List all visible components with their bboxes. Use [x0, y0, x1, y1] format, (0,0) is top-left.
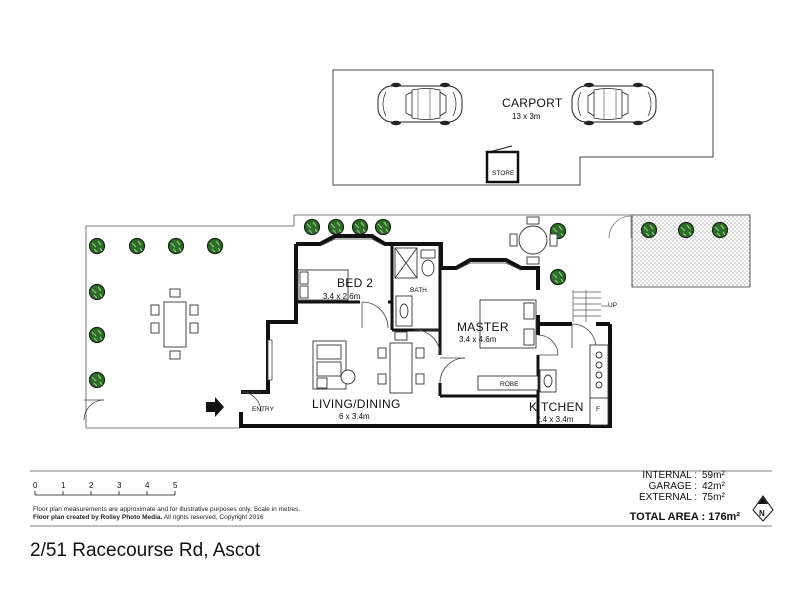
total-area: TOTAL AREA : 176m² [600, 511, 740, 523]
bath-fixtures [394, 247, 436, 327]
area-label: EXTERNAL : [639, 492, 697, 503]
credit-note: Floor plan created by Rolley Photo Media… [33, 514, 263, 521]
area-row-internal: INTERNAL : 59m² [600, 470, 740, 481]
master-dims: 3.4 x 4.6m [459, 335, 497, 344]
total-area-value: 176m² [708, 511, 740, 523]
area-value: 42m² [702, 481, 725, 492]
compass-letter: N [759, 509, 765, 518]
robe-label: ROBE [500, 381, 519, 388]
credit-rest: All rights reserved, Copyright 2016 [162, 514, 264, 521]
area-value: 75m² [702, 492, 725, 503]
fridge-label: F [596, 406, 600, 413]
kitchen-label: KITCHEN [529, 400, 584, 414]
door-swings [83, 301, 597, 421]
bath-label: BATH [410, 287, 427, 294]
windows [267, 238, 522, 381]
carport [332, 69, 714, 186]
outdoor-table-set [150, 288, 199, 360]
property-address: 2/51 Racecourse Rd, Ascot [30, 540, 261, 561]
bed2-dims: 3.4 x 2.6m [323, 292, 361, 301]
living-label: LIVING/DINING [312, 397, 401, 411]
total-area-label: TOTAL AREA : [629, 511, 706, 523]
round-table-set [509, 216, 558, 265]
credit-bold: Floor plan created by Rolley Photo Media… [33, 514, 163, 521]
kitchen-dims: 2.4 x 3.4m [536, 415, 574, 424]
master-furniture [477, 299, 539, 391]
area-row-external: EXTERNAL : 75m² [600, 492, 740, 503]
scale-label: 5 [173, 481, 178, 490]
carport-dims: 13 x 3m [512, 112, 541, 121]
scale-label: 4 [145, 481, 150, 490]
master-label: MASTER [457, 320, 509, 334]
store-label: STORE [492, 170, 515, 177]
stairs [572, 290, 608, 322]
area-summary: INTERNAL : 59m² GARAGE : 42m² EXTERNAL :… [600, 470, 740, 503]
living-furniture [312, 331, 425, 394]
north-compass-icon [752, 495, 774, 522]
area-row-garage: GARAGE : 42m² [600, 481, 740, 492]
entry-label: ENTRY [252, 406, 274, 413]
scale-label: 0 [33, 481, 38, 490]
scale-label: 2 [89, 481, 94, 490]
living-dims: 6 x 3.4m [339, 412, 370, 421]
disclaimer-note: Floor plan measurements are approximate … [33, 506, 301, 513]
kitchen-fixtures [539, 344, 609, 426]
scale-label: 3 [117, 481, 122, 490]
area-label: GARAGE : [648, 481, 697, 492]
area-label: INTERNAL : [642, 470, 697, 481]
area-value: 59m² [702, 470, 725, 481]
carport-label: CARPORT [502, 96, 563, 110]
bed2-label: BED 2 [337, 276, 374, 290]
entry-arrow [206, 397, 224, 417]
bed2-furniture [297, 269, 349, 301]
scale-label: 1 [61, 481, 66, 490]
scale-bar [34, 491, 176, 496]
stairs-up-label: UP [608, 302, 618, 309]
